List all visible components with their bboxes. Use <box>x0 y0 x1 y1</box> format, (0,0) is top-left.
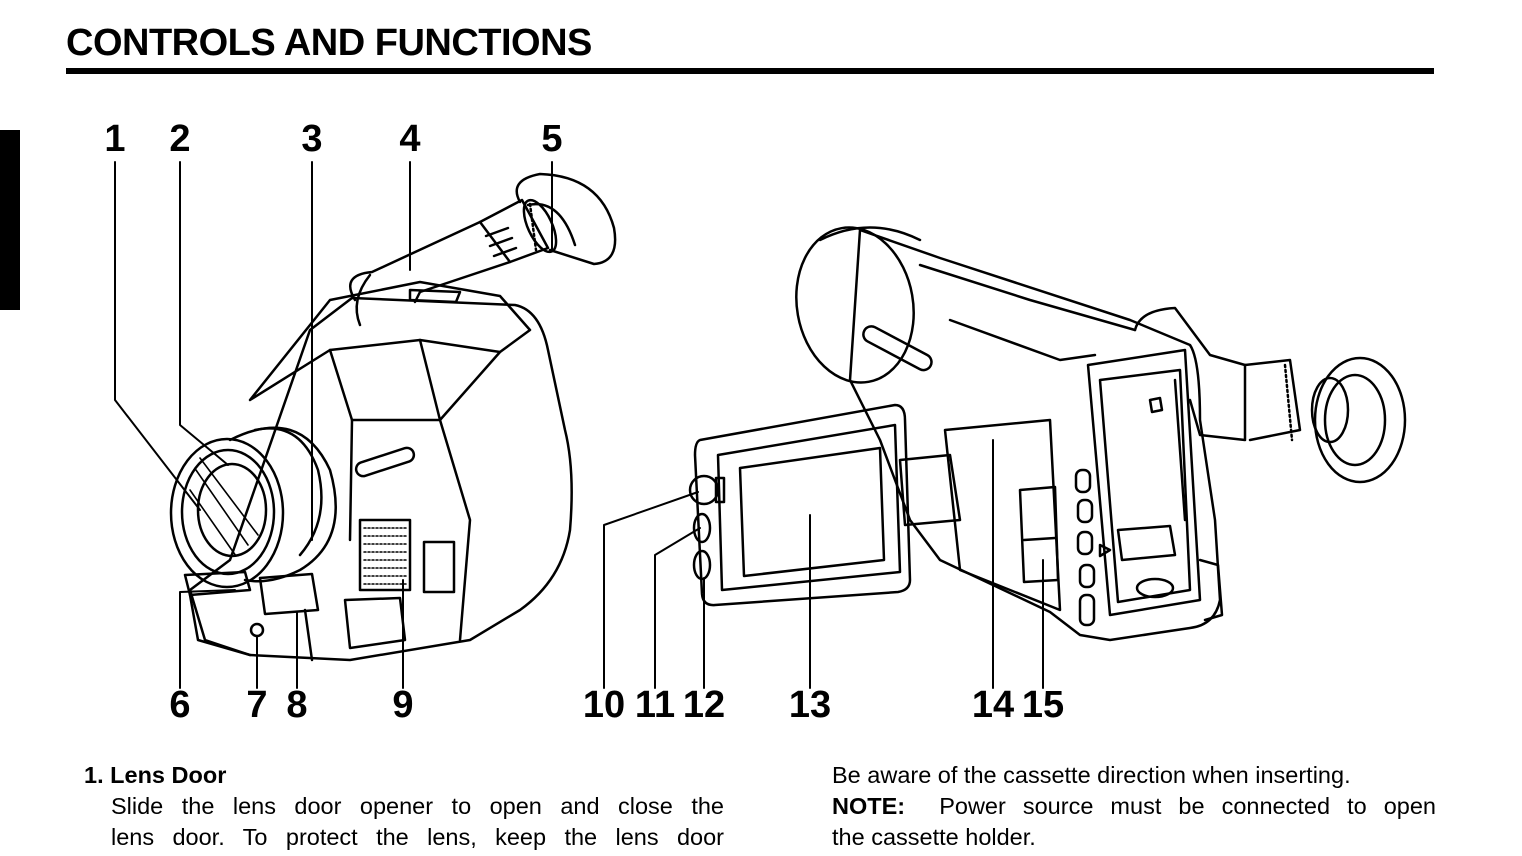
camcorder-rear-view <box>688 226 1407 642</box>
item-description: Slide the lens door opener to open and c… <box>84 791 724 853</box>
callout-8: 8 <box>286 684 308 726</box>
title-rule <box>66 68 1434 74</box>
item-title: Lens Door <box>110 762 227 788</box>
callout-11: 11 <box>634 684 676 726</box>
cassette-direction-text: Be aware of the cassette direction when … <box>832 762 1351 788</box>
callout-14: 14 <box>971 684 1015 726</box>
callout-3: 3 <box>301 118 323 160</box>
note-text-2: the cassette holder. <box>832 824 1036 850</box>
callout-7: 7 <box>246 684 268 726</box>
callout-2: 2 <box>169 118 191 160</box>
camcorder-front-view <box>169 172 617 662</box>
callout-12: 12 <box>682 684 726 726</box>
callout-6: 6 <box>169 684 191 726</box>
description-line: lens door. To protect the lens, keep the… <box>111 824 724 850</box>
note-line: NOTE: Power source must be connected to … <box>832 791 1436 822</box>
right-text-column: Be aware of the cassette direction when … <box>832 760 1436 853</box>
callout-15: 15 <box>1021 684 1065 726</box>
callout-10: 10 <box>582 684 626 726</box>
callout-4: 4 <box>399 118 421 160</box>
note-label: NOTE: <box>832 793 906 819</box>
note-text-1: Power source must be connected to open <box>939 793 1436 819</box>
callout-9: 9 <box>392 684 414 726</box>
callout-13: 13 <box>788 684 832 726</box>
section-tab-marker <box>0 130 20 310</box>
item-heading: 1. Lens Door <box>84 760 724 791</box>
left-text-column: 1. Lens Door Slide the lens door opener … <box>84 760 724 853</box>
page-title: CONTROLS AND FUNCTIONS <box>66 22 592 64</box>
description-line: Slide the lens door opener to open and c… <box>111 793 724 819</box>
item-number: 1. <box>84 762 104 788</box>
callout-5: 5 <box>541 118 563 160</box>
callout-1: 1 <box>104 118 126 160</box>
